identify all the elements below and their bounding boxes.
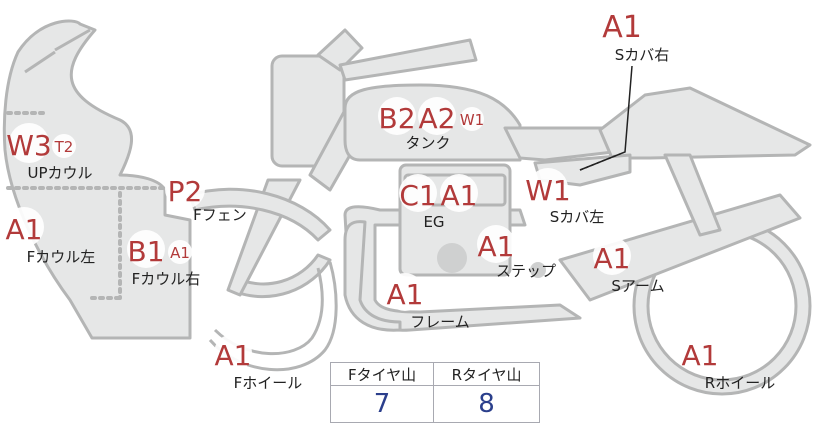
- grade-bubble: [399, 174, 437, 212]
- label-f-cowl-left: Fカウル左: [27, 248, 96, 266]
- rear-tread-value: 8: [433, 385, 540, 423]
- grade-bubble: [440, 174, 478, 212]
- grade-f-cowl-right-2: A1: [170, 244, 190, 262]
- grade-frame: A1: [387, 278, 424, 311]
- grade-step: A1: [478, 230, 515, 263]
- front-tread-header: Fタイヤ山: [329, 362, 435, 386]
- rear-tread-header: Rタイヤ山: [433, 362, 540, 386]
- grade-bubble: [681, 334, 719, 372]
- leader-line: [579, 65, 633, 171]
- grade-bubble: [477, 225, 515, 263]
- label-s-cover-left: Sカバ左: [550, 208, 605, 226]
- grade-up-cowl-2: T2: [54, 138, 74, 156]
- rear-shock-shape: [663, 153, 722, 237]
- leader-line-dash: [579, 153, 621, 171]
- grade-tank-3: W1: [460, 111, 484, 129]
- label-f-wheel: Fホイール: [234, 374, 303, 392]
- grade-f-wheel: A1: [215, 339, 252, 372]
- grade-r-wheel: A1: [682, 339, 719, 372]
- label-engine: EG: [423, 213, 444, 231]
- front-tread-value: 7: [329, 385, 435, 423]
- grade-bubble: [168, 240, 192, 264]
- label-step: ステップ: [496, 262, 556, 280]
- label-up-cowl: UPカウル: [27, 164, 92, 182]
- grade-s-cover-left: W1: [525, 174, 571, 207]
- grade-up-cowl-1: W3: [6, 129, 52, 162]
- label-tank: タンク: [405, 134, 450, 152]
- grade-bubble: [460, 107, 484, 131]
- label-r-wheel: Rホイール: [705, 374, 775, 392]
- tire-tread-table: Fタイヤ山 Rタイヤ山 7 8: [329, 362, 540, 423]
- grade-f-cowl-right-1: B1: [127, 235, 164, 268]
- grade-tank-2: A2: [419, 102, 456, 135]
- grade-bubble: [378, 97, 416, 135]
- grade-f-cowl-left: A1: [6, 213, 43, 246]
- grade-bubble: [4, 207, 44, 247]
- grade-tank-1: B2: [378, 102, 415, 135]
- grade-bubble: [9, 123, 49, 163]
- grade-bubble: [214, 334, 252, 372]
- label-f-fender: Fフェン: [193, 206, 247, 224]
- grade-bubble: [593, 237, 631, 275]
- grade-bubble: [386, 273, 424, 311]
- grade-f-fender: P2: [168, 175, 203, 208]
- label-frame: フレーム: [410, 313, 470, 331]
- frame-shape: [343, 205, 582, 332]
- label-f-cowl-right: Fカウル右: [132, 270, 201, 288]
- grade-engine-2: A1: [441, 179, 478, 212]
- grade-s-arm: A1: [594, 242, 631, 275]
- grade-bubble: [165, 169, 205, 209]
- grade-engine-1: C1: [399, 179, 436, 212]
- grade-bubble: [127, 230, 165, 268]
- grade-s-cover-right: A1: [602, 10, 642, 45]
- front-fender-shape: [188, 187, 332, 242]
- label-s-arm: Sアーム: [611, 277, 664, 295]
- label-s-cover-right: Sカバ右: [615, 46, 670, 64]
- grade-bubble: [52, 134, 76, 158]
- grade-bubble: [601, 4, 643, 46]
- grade-bubble: [528, 168, 568, 208]
- grade-bubble: [418, 97, 456, 135]
- tail-shape: [598, 86, 812, 160]
